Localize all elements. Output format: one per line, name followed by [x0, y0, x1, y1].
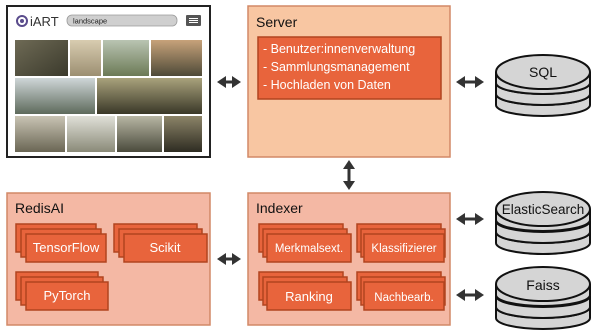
module-label: Nachbearb. — [374, 292, 433, 304]
model-pytorch: PyTorch — [15, 271, 109, 311]
server-item: - Sammlungsmanagement — [263, 60, 410, 74]
arrow-server-sql — [456, 76, 484, 88]
indexer-box: Indexer Merkmalsext. Klassifizierer Rank… — [247, 192, 451, 326]
thumbnail[interactable] — [15, 78, 95, 114]
menu-icon[interactable] — [186, 15, 201, 26]
search-input[interactable] — [66, 14, 178, 27]
arrow-indexer-faiss — [456, 289, 484, 301]
module-ranking: Ranking — [258, 271, 352, 311]
db-label: ElasticSearch — [502, 202, 585, 217]
server-item: - Benutzer:innenverwaltung — [263, 42, 415, 56]
arrow-server-indexer — [343, 160, 355, 190]
model-label: Scikit — [149, 240, 180, 255]
arrow-app-server — [217, 76, 241, 88]
search-input-value: landscape — [73, 17, 107, 26]
model-scikit: Scikit — [113, 223, 208, 263]
thumbnail[interactable] — [103, 40, 149, 76]
db-label: Faiss — [526, 277, 559, 293]
arrow-indexer-elasticsearch — [456, 213, 484, 225]
db-label: SQL — [529, 64, 557, 80]
db-sql: SQL — [495, 54, 591, 117]
model-label: TensorFlow — [33, 240, 100, 255]
thumbnail[interactable] — [70, 40, 101, 76]
server-title: Server — [256, 14, 298, 30]
iart-logo-text: iART — [30, 14, 59, 29]
iart-app-window: iART landscape — [6, 5, 211, 158]
server-item: - Hochladen von Daten — [263, 78, 391, 92]
indexer-title: Indexer — [256, 200, 303, 216]
server-functions-panel — [257, 36, 442, 100]
module-nachbearb: Nachbearb. — [356, 271, 446, 311]
thumbnail[interactable] — [15, 40, 68, 76]
db-elasticsearch: ElasticSearch — [495, 191, 591, 255]
module-label: Ranking — [285, 289, 333, 304]
redisai-box: RedisAI TensorFlow Scikit PyTorch — [6, 192, 211, 326]
thumbnail[interactable] — [117, 116, 162, 152]
iart-logo-icon — [16, 15, 28, 27]
thumbnail[interactable] — [151, 40, 202, 76]
model-label: PyTorch — [44, 288, 91, 303]
module-label: Klassifizierer — [371, 243, 436, 255]
module-label: Merkmalsext. — [275, 243, 343, 255]
server-box: Server - Benutzer:innenverwaltung - Samm… — [247, 5, 451, 158]
model-tensorflow: TensorFlow — [15, 223, 107, 263]
thumbnail[interactable] — [97, 78, 202, 114]
redisai-title: RedisAI — [15, 200, 64, 216]
db-faiss: Faiss — [495, 266, 591, 330]
module-klassifizierer: Klassifizierer — [356, 223, 446, 263]
thumbnail[interactable] — [164, 116, 202, 152]
image-grid — [15, 40, 202, 152]
arrow-redisai-indexer — [217, 253, 241, 265]
thumbnail[interactable] — [67, 116, 115, 152]
thumbnail[interactable] — [15, 116, 65, 152]
module-merkmalsext: Merkmalsext. — [258, 223, 352, 263]
